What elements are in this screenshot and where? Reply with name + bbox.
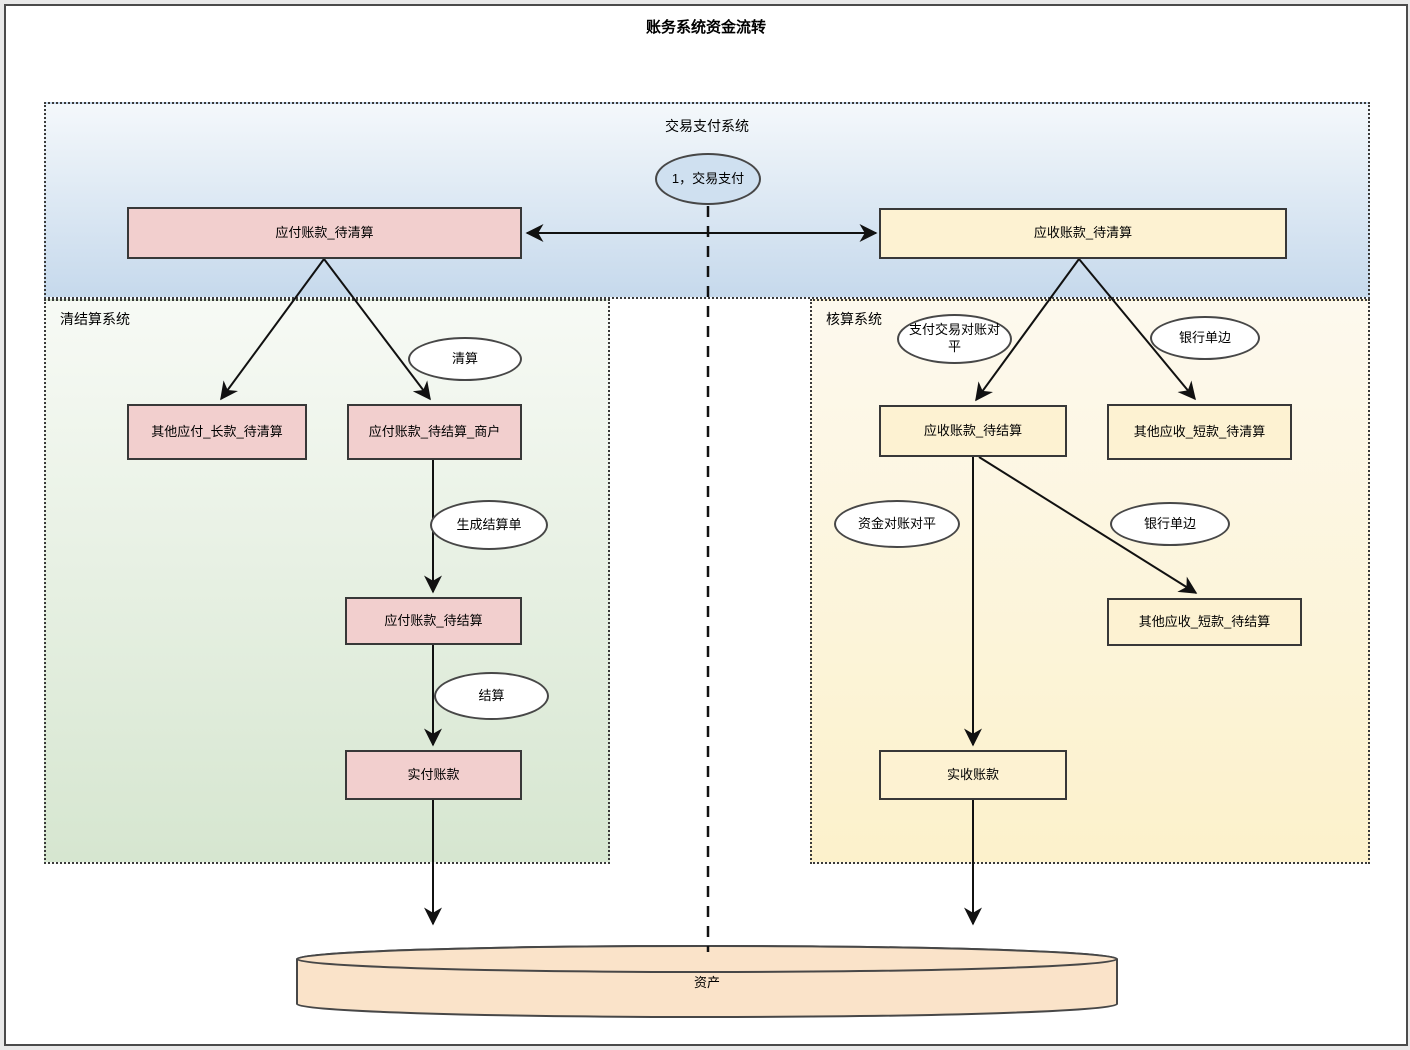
- node-assets-label: 资产: [693, 975, 720, 990]
- node-actual-received-label: 实收账款: [946, 766, 999, 782]
- node-fund-recon-label: 资金对账对平: [857, 515, 936, 531]
- diagram-frame: 账务系统资金流转 交易支付系统 清结算系统 核算系统: [4, 4, 1408, 1046]
- region-payment-label: 交易支付系统: [665, 118, 749, 134]
- node-actual-received: 实收账款: [879, 750, 1067, 800]
- node-ap-pending-clear-label: 应付账款_待清算: [275, 224, 374, 240]
- node-ap-pending-clear: 应付账款_待清算: [127, 207, 522, 259]
- node-ar-pending-settle: 应收账款_待结算: [879, 405, 1067, 457]
- node-gen-settle-bill-label: 生成结算单: [456, 516, 522, 532]
- region-accounting-label: 核算系统: [826, 311, 882, 327]
- node-settle-action: 结算: [434, 672, 549, 720]
- node-clear-action: 清算: [408, 337, 522, 381]
- node-other-ar-short-settle-label: 其他应收_短款_待结算: [1138, 613, 1271, 629]
- node-ap-pending-settle-merchant-label: 应付账款_待结算_商户: [368, 423, 501, 439]
- region-clearing-label: 清结算系统: [60, 311, 130, 327]
- node-bank-unilateral-top-label: 银行单边: [1178, 329, 1231, 345]
- node-other-ar-short-clear-label: 其他应收_短款_待清算: [1133, 423, 1266, 439]
- node-bank-unilateral-top: 银行单边: [1150, 316, 1260, 360]
- node-other-ar-short-settle: 其他应收_短款_待结算: [1107, 598, 1302, 646]
- node-other-ap-long-clear-label: 其他应付_长款_待清算: [151, 423, 283, 439]
- node-ar-pending-settle-label: 应收账款_待结算: [923, 422, 1023, 438]
- node-settle-action-label: 结算: [478, 687, 505, 703]
- node-trade-pay: 1，交易支付: [655, 153, 761, 205]
- node-actual-paid: 实付账款: [345, 750, 522, 800]
- node-gen-settle-bill: 生成结算单: [430, 500, 548, 550]
- node-ap-pending-settle: 应付账款_待结算: [345, 597, 522, 645]
- node-fund-recon: 资金对账对平: [834, 500, 960, 548]
- node-actual-paid-label: 实付账款: [407, 766, 460, 782]
- node-bank-unilateral-mid: 银行单边: [1110, 502, 1230, 546]
- node-pay-trade-recon-label: 支付交易对账对平: [908, 322, 1000, 354]
- node-ap-pending-settle-label: 应付账款_待结算: [384, 612, 483, 628]
- node-other-ar-short-clear: 其他应收_短款_待清算: [1107, 404, 1292, 460]
- node-other-ap-long-clear: 其他应付_长款_待清算: [127, 404, 307, 460]
- diagram-canvas: 账务系统资金流转 交易支付系统 清结算系统 核算系统: [6, 6, 1406, 1044]
- node-bank-unilateral-mid-label: 银行单边: [1143, 515, 1196, 531]
- node-ar-pending-clear: 应收账款_待清算: [879, 208, 1287, 259]
- region-clearing-system: 清结算系统: [44, 299, 610, 864]
- node-ar-pending-clear-label: 应收账款_待清算: [1033, 225, 1133, 241]
- node-pay-trade-recon: 支付交易对账对平: [897, 314, 1012, 364]
- diagram-title: 账务系统资金流转: [645, 19, 766, 36]
- node-clear-action-label: 清算: [451, 350, 478, 366]
- node-ap-pending-settle-merchant: 应付账款_待结算_商户: [347, 404, 522, 460]
- node-trade-pay-label: 1，交易支付: [671, 170, 745, 186]
